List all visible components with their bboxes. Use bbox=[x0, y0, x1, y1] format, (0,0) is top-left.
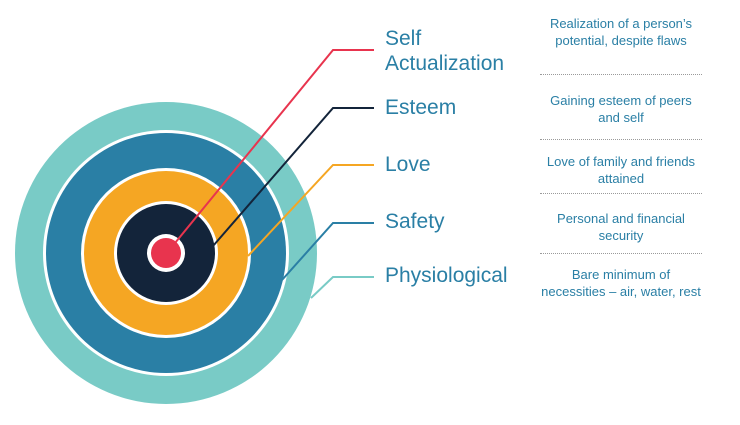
description-love: Love of family and friends attained bbox=[546, 154, 696, 186]
connector-safety bbox=[281, 222, 374, 281]
description-self-actualization: Realization of a person’s potential, des… bbox=[549, 16, 693, 48]
level-label-self-line1: Self bbox=[385, 27, 422, 50]
level-label-physiological: Physiological bbox=[385, 264, 508, 287]
connector-lines bbox=[174, 49, 374, 299]
connector-love bbox=[247, 164, 374, 257]
ring-self-actualization bbox=[151, 238, 181, 268]
rings-group bbox=[15, 102, 317, 404]
description-physiological: Bare minimum of necessities – air, water… bbox=[541, 267, 701, 299]
divider bbox=[540, 253, 702, 254]
divider bbox=[540, 139, 702, 140]
level-label-love: Love bbox=[385, 153, 431, 176]
divider bbox=[540, 193, 702, 194]
level-label-esteem: Esteem bbox=[385, 96, 457, 119]
connector-physiological bbox=[310, 276, 374, 299]
connector-self-actualization bbox=[174, 49, 374, 244]
description-esteem: Gaining esteem of peers and self bbox=[550, 93, 692, 125]
divider bbox=[540, 74, 702, 75]
level-label-self-actualization: Self Actualization bbox=[385, 26, 504, 76]
level-label-self-line2: Actualization bbox=[385, 52, 505, 75]
description-safety: Personal and financial security bbox=[557, 211, 685, 243]
level-label-safety: Safety bbox=[385, 210, 445, 233]
connector-esteem bbox=[212, 107, 374, 247]
